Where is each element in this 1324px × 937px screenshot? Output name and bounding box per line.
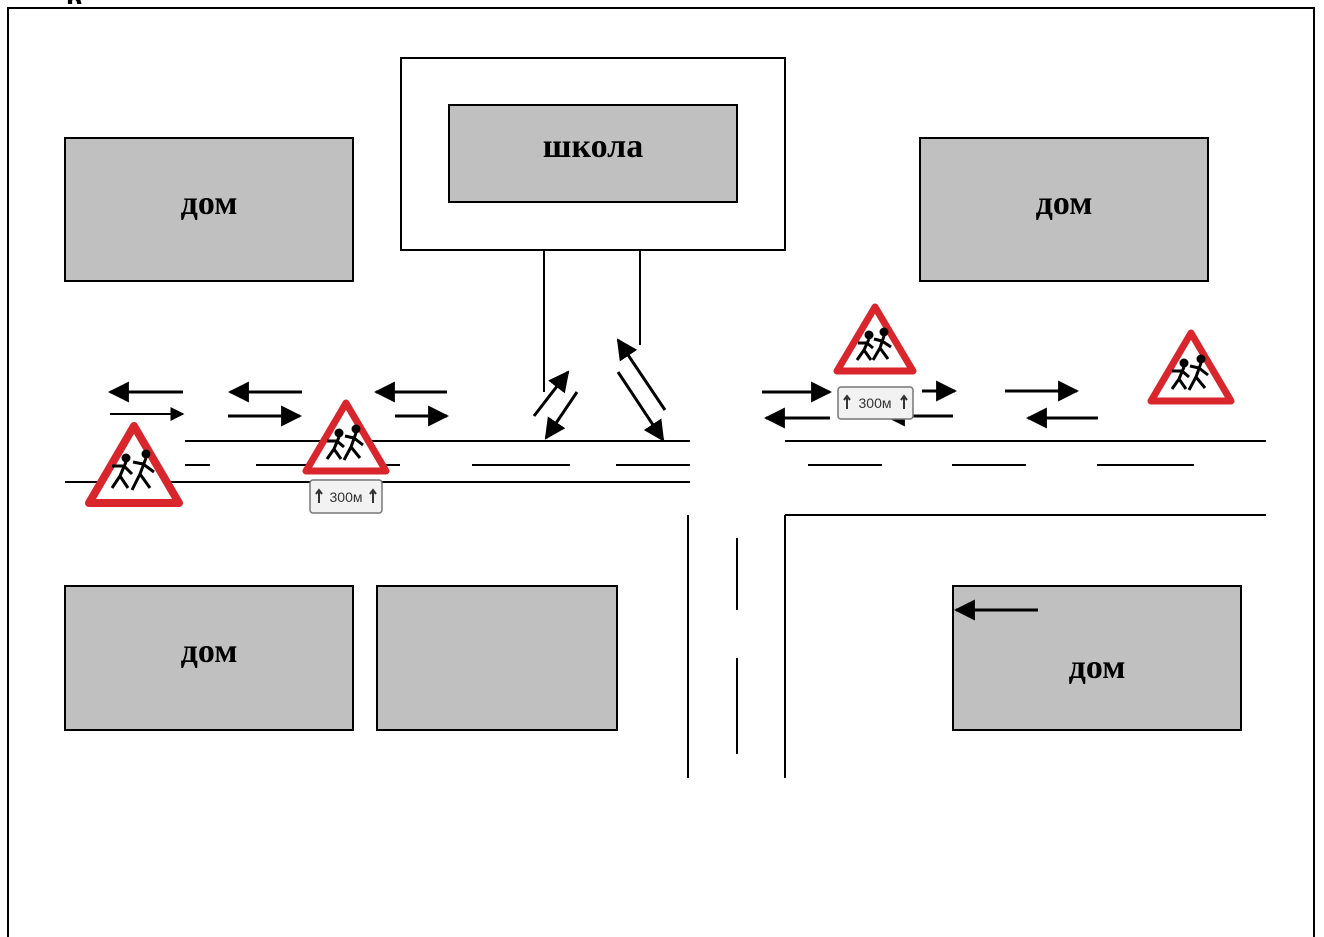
distance-plate: 300м	[309, 479, 383, 514]
house-bottom-right-label: дом	[1068, 649, 1126, 686]
house-bottom-left: дом	[64, 585, 354, 731]
house-top-right: дом	[919, 137, 1209, 282]
house-top-left: дом	[64, 137, 354, 282]
school-building: школа	[448, 104, 738, 203]
school-label: школа	[542, 128, 644, 165]
house-bottom-left-label: дом	[180, 633, 238, 670]
children-warning-sign	[833, 303, 917, 375]
house-bottom-middle	[376, 585, 618, 731]
distance-plate-text: 300м	[859, 395, 892, 411]
children-warning-sign	[85, 422, 183, 507]
distance-plate: 300м	[837, 386, 914, 420]
house-top-right-label: дом	[1035, 184, 1093, 222]
arrow-diagonal-down	[544, 391, 579, 440]
children-warning-sign	[1147, 329, 1235, 405]
arrow-diagonal-up-left	[616, 338, 667, 411]
children-warning-sign	[302, 399, 390, 475]
outer-border	[7, 7, 1315, 937]
arrow-diagonal-up	[532, 370, 570, 417]
distance-plate-text: 300м	[330, 489, 363, 505]
house-top-left-label: дом	[180, 184, 238, 222]
arrow-diagonal-down-right	[616, 371, 665, 442]
top-cut-text: р	[66, 0, 83, 4]
